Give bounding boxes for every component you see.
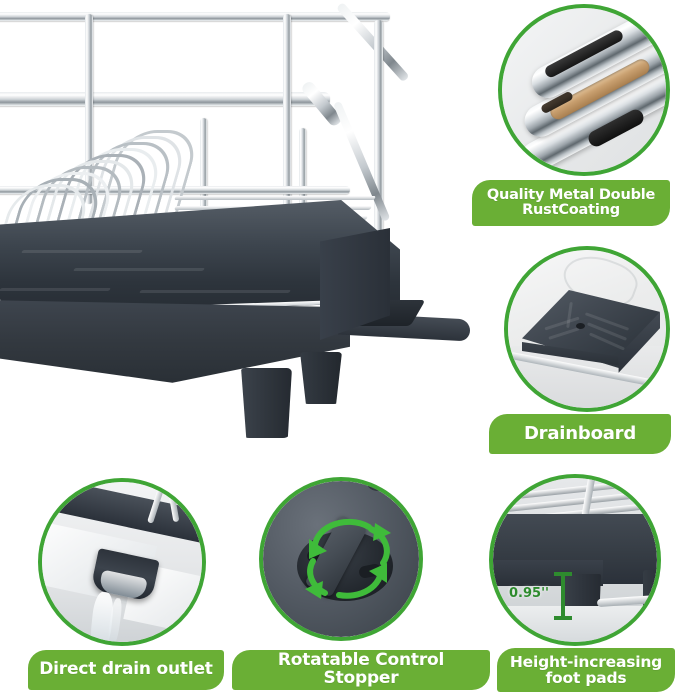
- height-measure-icon: [554, 572, 572, 620]
- badge-label: Drainboard: [523, 422, 637, 444]
- badge-label: Height-increasing foot pads: [509, 652, 663, 687]
- rack-mid-rail: [0, 92, 330, 106]
- callout-quality-metal-double-rust-coating: [498, 4, 670, 176]
- badge-quality-metal-double-rust-coating: Quality Metal Double RustCoating: [472, 180, 670, 226]
- height-measurement-label: 0.95'': [509, 586, 550, 601]
- badge-direct-drain-outlet: Direct drain outlet: [28, 650, 224, 690]
- tray-leg-front: [241, 368, 292, 438]
- tray-front-skirt: [0, 300, 350, 383]
- badge-drainboard: Drainboard: [489, 414, 671, 454]
- tray-groove-1: [21, 250, 143, 253]
- countertop-closeup: [493, 606, 657, 642]
- rack-post-1: [85, 14, 93, 204]
- rotation-arrows-icon: [305, 518, 391, 599]
- tray-groove-4: [0, 288, 111, 291]
- badge-rotatable-control-stopper: Rotatable Control Stopper: [232, 650, 490, 690]
- rack-top-rail-back: [0, 12, 390, 21]
- callout-height-increasing-foot-pads: 0.95'': [489, 474, 661, 646]
- drainboard-channels: [522, 290, 660, 368]
- callout-drainboard: [504, 246, 670, 412]
- callout-direct-drain-outlet: [38, 478, 206, 646]
- badge-label: Direct drain outlet: [39, 659, 213, 680]
- drain-hole: [576, 323, 585, 329]
- badge-label: Rotatable Control Stopper: [277, 650, 445, 688]
- tray-leg-right: [300, 352, 342, 404]
- rack-lower-front-rail: [0, 186, 350, 194]
- callout-rotatable-control-stopper: [259, 477, 423, 641]
- rack-corner-post-right: [374, 20, 383, 310]
- badge-height-increasing-foot-pads: Height-increasing foot pads: [497, 648, 675, 692]
- tray-groove-3: [139, 290, 291, 293]
- rack-post-2: [283, 14, 291, 214]
- tray-nub: [367, 481, 389, 491]
- tray-groove-2: [73, 268, 205, 271]
- main-product-image: [0, 0, 480, 470]
- badge-label: Quality Metal Double RustCoating: [486, 186, 656, 218]
